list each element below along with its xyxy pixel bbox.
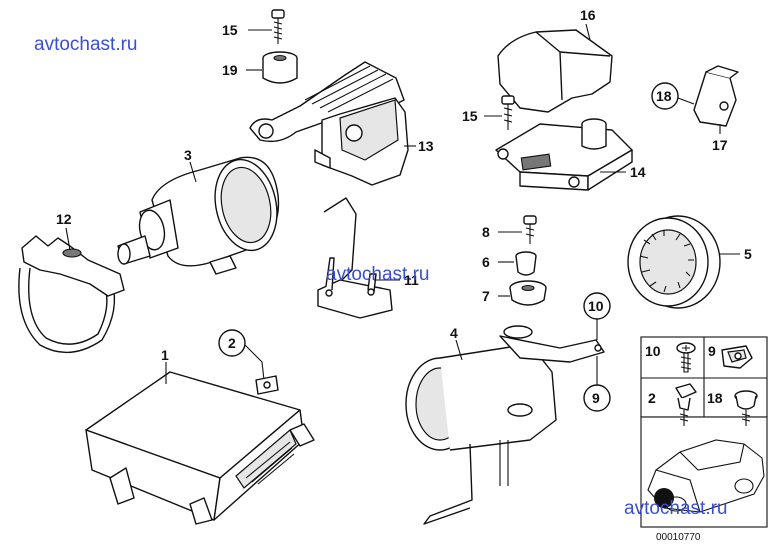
callout-11: 11 (404, 272, 419, 288)
part-17-rubber-block (693, 65, 739, 127)
callout-18: 18 (656, 88, 672, 104)
callout-7: 7 (482, 288, 490, 304)
part-8-screw (523, 215, 537, 244)
callout-16: 16 (580, 7, 596, 23)
self-tapping-screw-icon (676, 342, 696, 373)
part-19-rubber-mount (262, 51, 298, 84)
part-5-ring-gear (627, 215, 721, 309)
callout-14: 14 (630, 164, 646, 180)
leader-4 (455, 339, 463, 361)
callout-4: 4 (450, 325, 458, 341)
part-1-control-unit (85, 371, 315, 525)
location-marker-icon (654, 488, 674, 508)
legend-panel: 10 9 2 18 (640, 336, 768, 528)
part-15-screw-top (271, 9, 285, 44)
callout-2-circle (218, 329, 246, 357)
leader-16 (585, 23, 591, 41)
part-6-sleeve (515, 251, 537, 276)
callout-10: 10 (588, 298, 604, 314)
watermark-top-left: avtochast.ru (34, 34, 138, 55)
legend-label-10: 10 (645, 343, 661, 359)
callout-17: 17 (712, 137, 728, 153)
part-3-motor (117, 156, 280, 275)
part-2-bracket (255, 375, 279, 395)
callout-6: 6 (482, 254, 490, 270)
callout-15b: 15 (462, 108, 478, 124)
legend-label-2: 2 (648, 390, 656, 406)
part-14-control-module (495, 118, 633, 191)
leader-18 (677, 97, 695, 105)
callout-9: 9 (592, 390, 600, 406)
callout-15a: 15 (222, 22, 238, 38)
leader-3 (189, 161, 197, 183)
callout-13: 13 (418, 138, 434, 154)
part-15-screw-lower (501, 95, 515, 130)
callout-18-circle (651, 82, 679, 110)
watermark-bottom-right: avtochast.ru (624, 498, 728, 519)
part-12-strap-clamp (18, 235, 125, 354)
callout-19: 19 (222, 62, 238, 78)
callout-2: 2 (228, 335, 236, 351)
callout-5: 5 (744, 246, 752, 262)
callout-3: 3 (184, 147, 192, 163)
legend-label-9: 9 (708, 343, 716, 359)
hex-bolt-icon (675, 383, 697, 426)
callout-12: 12 (56, 211, 72, 227)
watermark-center: avtochast.ru (326, 264, 430, 285)
flange-bolt-icon (734, 390, 758, 426)
doc-number: 00010770 (656, 532, 701, 543)
leader-12 (65, 227, 71, 251)
callout-8: 8 (482, 224, 490, 240)
part-7-grommet (509, 280, 547, 306)
part-4-holder (405, 325, 605, 525)
leader-2 (244, 344, 265, 381)
part-11-bracket (317, 197, 393, 319)
callout-1: 1 (161, 347, 169, 363)
part-16-cover (497, 29, 613, 113)
part-13-bracket (249, 61, 409, 186)
car-outline-icon (647, 439, 765, 513)
legend-label-18: 18 (707, 390, 723, 406)
clip-nut-icon (721, 345, 753, 369)
